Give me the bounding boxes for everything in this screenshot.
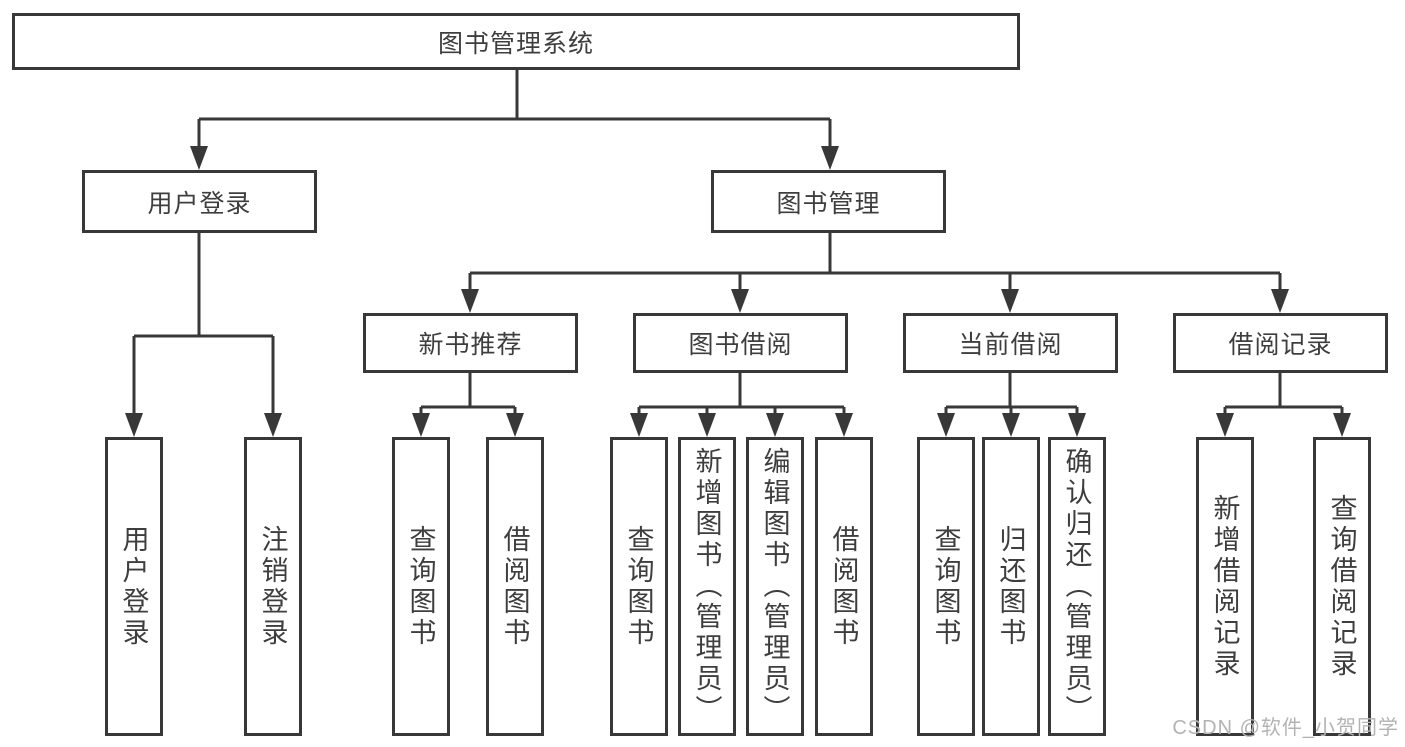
node-label: 新书推荐 — [418, 331, 523, 359]
node-label: 图书管理 — [776, 189, 881, 218]
leaf-query-books-borrow: 查询图书 — [610, 437, 668, 736]
node-label: 当前借阅 — [958, 331, 1063, 359]
leaf-user-login: 用户登录 — [105, 437, 163, 736]
leaf-label: 借阅图书 — [828, 524, 859, 649]
leaf-label: 确认归还（管理员） — [1061, 447, 1092, 726]
node-library-management-system: 图书管理系统 — [12, 13, 1020, 70]
leaf-label: 借阅图书 — [499, 524, 530, 649]
leaf-label: 归还图书 — [995, 524, 1026, 649]
node-book-management: 图书管理 — [711, 170, 946, 233]
node-borrowing-records: 借阅记录 — [1173, 313, 1388, 373]
leaf-label: 注销登录 — [257, 524, 288, 649]
leaf-add-borrow-record: 新增借阅记录 — [1196, 437, 1254, 736]
node-current-borrowing: 当前借阅 — [903, 313, 1118, 373]
leaf-label: 用户登录 — [118, 524, 149, 649]
node-label: 借阅记录 — [1228, 331, 1333, 359]
node-label: 图书管理系统 — [437, 29, 594, 58]
node-book-borrowing: 图书借阅 — [633, 313, 848, 373]
leaf-borrow-books-recommend: 借阅图书 — [486, 437, 544, 736]
leaf-label: 查询图书 — [405, 524, 436, 649]
node-label: 图书借阅 — [688, 331, 793, 359]
leaf-logout: 注销登录 — [244, 437, 302, 736]
leaf-query-books-recommend: 查询图书 — [392, 437, 450, 736]
leaf-label: 新增借阅记录 — [1209, 493, 1240, 680]
leaf-edit-book-admin: 编辑图书（管理员） — [746, 437, 804, 736]
leaf-label: 查询图书 — [930, 524, 961, 649]
leaf-label: 新增图书（管理员） — [691, 447, 722, 726]
node-new-book-recommendation: 新书推荐 — [363, 313, 578, 373]
leaf-query-borrow-record: 查询借阅记录 — [1313, 437, 1371, 736]
leaf-label: 查询图书 — [623, 524, 654, 649]
leaf-add-book-admin: 新增图书（管理员） — [678, 437, 736, 736]
node-user-login: 用户登录 — [82, 170, 317, 233]
leaf-confirm-return-admin: 确认归还（管理员） — [1048, 437, 1106, 736]
leaf-borrow-books: 借阅图书 — [815, 437, 873, 736]
leaf-return-books: 归还图书 — [982, 437, 1040, 736]
leaf-query-books-current: 查询图书 — [917, 437, 975, 736]
node-label: 用户登录 — [147, 189, 252, 218]
leaf-label: 查询借阅记录 — [1326, 493, 1357, 680]
leaf-label: 编辑图书（管理员） — [759, 447, 790, 726]
csdn-watermark: CSDN @软件_小贺同学 — [1172, 717, 1399, 739]
